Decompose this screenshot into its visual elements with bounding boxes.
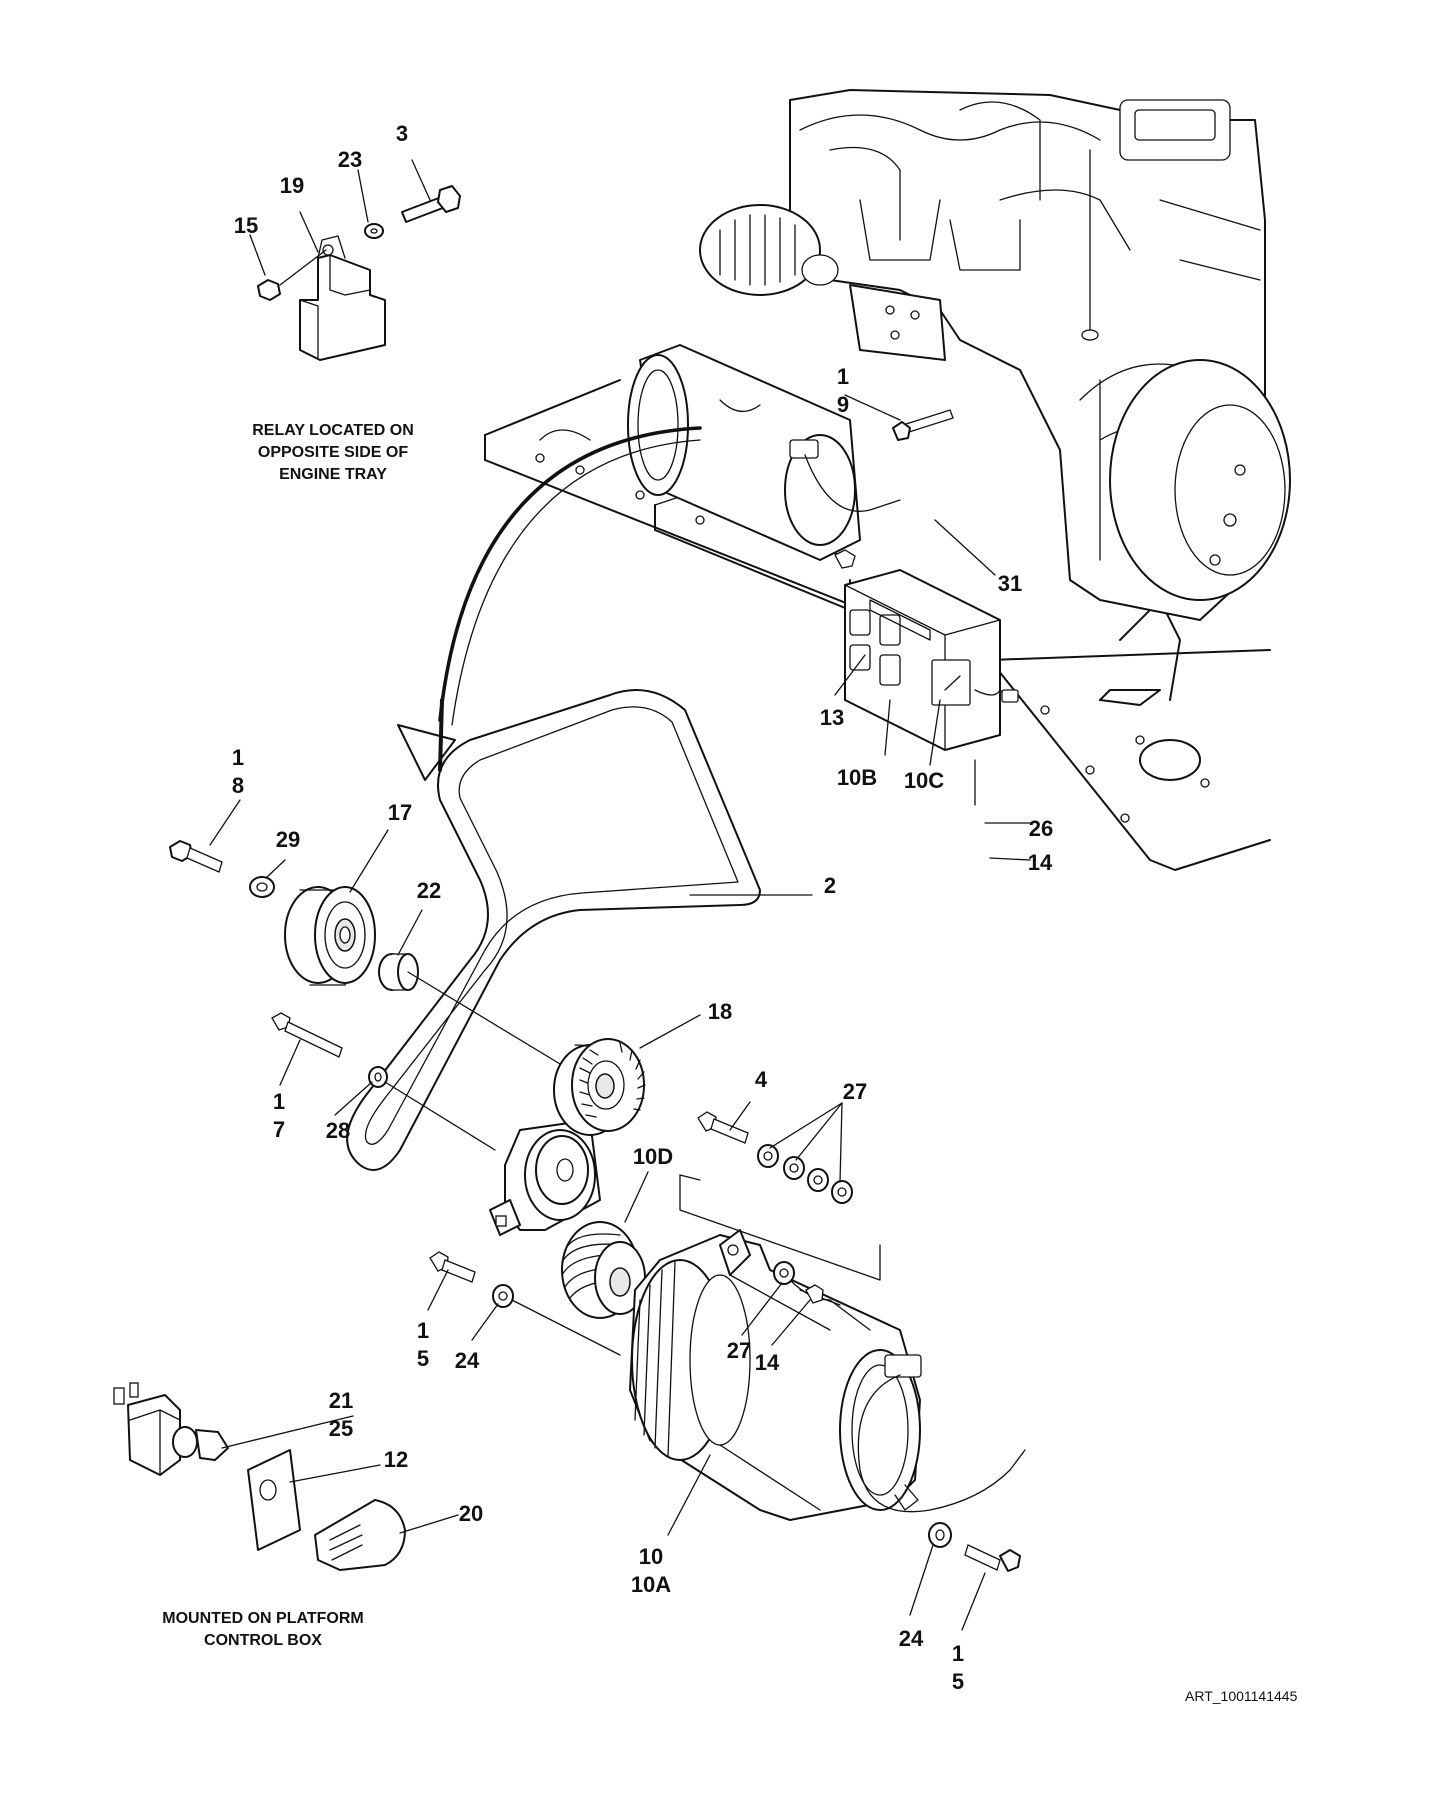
callout-28: 28 <box>325 1118 351 1143</box>
callout-23: 23 <box>337 147 363 172</box>
callout-18: 18 <box>707 999 733 1024</box>
callout-17: 17 <box>387 800 413 825</box>
idler-pulley-group <box>169 840 571 1071</box>
relay-location-note: RELAY LOCATED ON OPPOSITE SIDE OF ENGINE… <box>252 422 414 483</box>
callout-10-10a: 10 10A <box>630 1544 672 1597</box>
callout-2: 2 <box>823 873 837 898</box>
callout-27-alternator: 27 <box>726 1338 752 1363</box>
callout-4: 4 <box>754 1067 768 1092</box>
callout-1-8: 1 8 <box>231 745 245 798</box>
callout-22: 22 <box>416 878 442 903</box>
callout-14-engine: 14 <box>1027 850 1053 875</box>
callout-3: 3 <box>395 121 409 146</box>
callout-20: 20 <box>458 1501 484 1526</box>
platform-mount-note: MOUNTED ON PLATFORM CONTROL BOX <box>162 1610 364 1649</box>
callout-19: 19 <box>279 173 305 198</box>
platform-switch-group <box>113 1382 406 1571</box>
callout-24-left: 24 <box>454 1348 480 1373</box>
callout-26: 26 <box>1028 816 1054 841</box>
callout-1-5-right: 1 5 <box>951 1641 965 1694</box>
mount-bolt-washers <box>679 1111 881 1281</box>
callout-10c: 10C <box>903 768 945 793</box>
callout-29: 29 <box>275 827 301 852</box>
art-number: ART_1001141445 <box>1185 1688 1298 1704</box>
callout-14-alternator: 14 <box>754 1350 780 1375</box>
callout-21-25: 21 25 <box>328 1388 354 1441</box>
relocation-arrow <box>397 426 702 781</box>
serpentine-belt <box>346 689 761 1171</box>
callout-1-9: 1 9 <box>836 364 850 417</box>
callout-15: 15 <box>233 213 259 238</box>
callout-27-washers: 27 <box>842 1079 868 1104</box>
callout-10d: 10D <box>632 1144 674 1169</box>
callout-13: 13 <box>819 705 845 730</box>
callout-1-5-left: 1 5 <box>416 1318 430 1371</box>
leader-lines <box>209 159 1031 1631</box>
callout-1-7: 1 7 <box>272 1089 286 1142</box>
callout-12: 12 <box>383 1447 409 1472</box>
alternator-assembly <box>429 1221 1026 1572</box>
belt-tensioner-group <box>271 1012 646 1236</box>
callout-10b: 10B <box>836 765 878 790</box>
callout-24-right: 24 <box>898 1626 924 1651</box>
callout-31: 31 <box>997 571 1023 596</box>
relay-assembly <box>257 185 461 361</box>
engine-assembly <box>484 89 1291 871</box>
